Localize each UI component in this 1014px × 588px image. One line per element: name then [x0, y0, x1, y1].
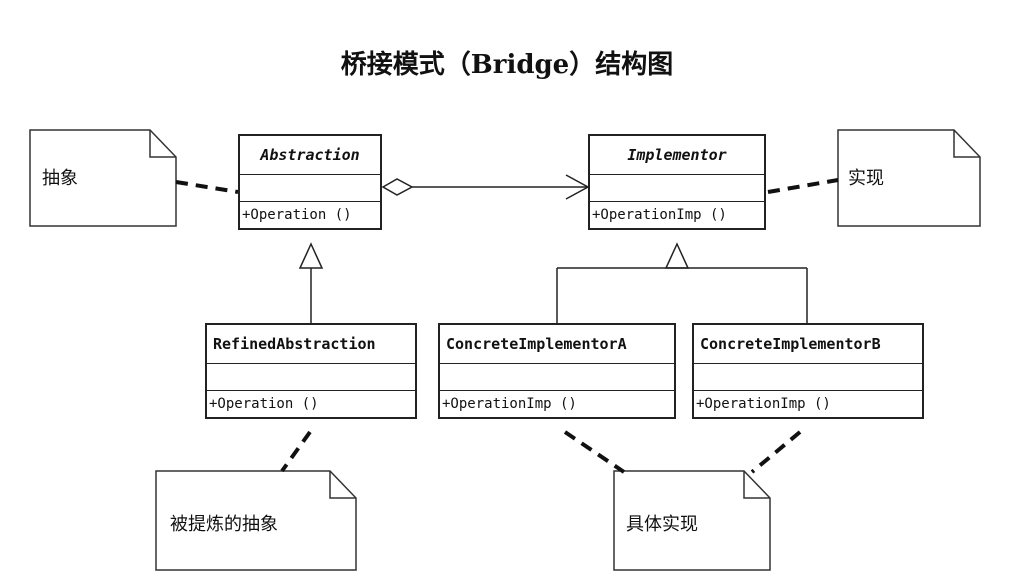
- class-name: ConcreteImplementorB: [694, 325, 922, 364]
- class-name: ConcreteImplementorA: [440, 325, 674, 364]
- anchor-abstraction: [175, 180, 239, 194]
- operation: +OperationImp (): [696, 396, 831, 412]
- aggregation-diamond: [381, 178, 414, 196]
- note-concrete-shape: [613, 470, 771, 571]
- note-implementor: 实现: [848, 168, 884, 189]
- aggregation-connector: [381, 174, 590, 200]
- class-refined-abstraction[interactable]: RefinedAbstraction +Operation (): [205, 323, 417, 419]
- class-name: RefinedAbstraction: [207, 325, 415, 364]
- attributes-compartment: [694, 364, 922, 391]
- attributes-compartment: [207, 364, 415, 391]
- operation: +Operation (): [242, 207, 352, 223]
- class-name: Implementor: [590, 136, 764, 175]
- class-concrete-implementor-b[interactable]: ConcreteImplementorB +OperationImp (): [692, 323, 924, 419]
- note-refined-shape: [155, 470, 357, 571]
- class-concrete-implementor-a[interactable]: ConcreteImplementorA +OperationImp (): [438, 323, 676, 419]
- note-refined-abstraction: 被提炼的抽象: [170, 514, 278, 535]
- anchor-refined: [280, 430, 312, 473]
- attributes-compartment: [590, 175, 764, 202]
- anchor-concrete-a: [563, 430, 626, 474]
- diagram-title: 桥接模式（Bridge）结构图: [340, 50, 674, 80]
- attributes-compartment: [240, 175, 380, 202]
- class-implementor[interactable]: Implementor +OperationImp (): [588, 134, 766, 230]
- operation: +OperationImp (): [592, 207, 727, 223]
- note-concrete-implementation: 具体实现: [626, 514, 698, 535]
- anchor-implementor: [767, 178, 839, 194]
- class-name: Abstraction: [240, 136, 380, 175]
- generalization-refined: [298, 242, 324, 323]
- generalization-concrete: [556, 242, 808, 323]
- note-abstraction-shape: [29, 129, 177, 227]
- note-abstraction: 抽象: [42, 168, 78, 189]
- note-implementor-shape: [837, 129, 981, 227]
- anchor-concrete-b: [750, 430, 802, 474]
- class-abstraction[interactable]: Abstraction +Operation (): [238, 134, 382, 230]
- operation: +Operation (): [209, 396, 319, 412]
- attributes-compartment: [440, 364, 674, 391]
- operation: +OperationImp (): [442, 396, 577, 412]
